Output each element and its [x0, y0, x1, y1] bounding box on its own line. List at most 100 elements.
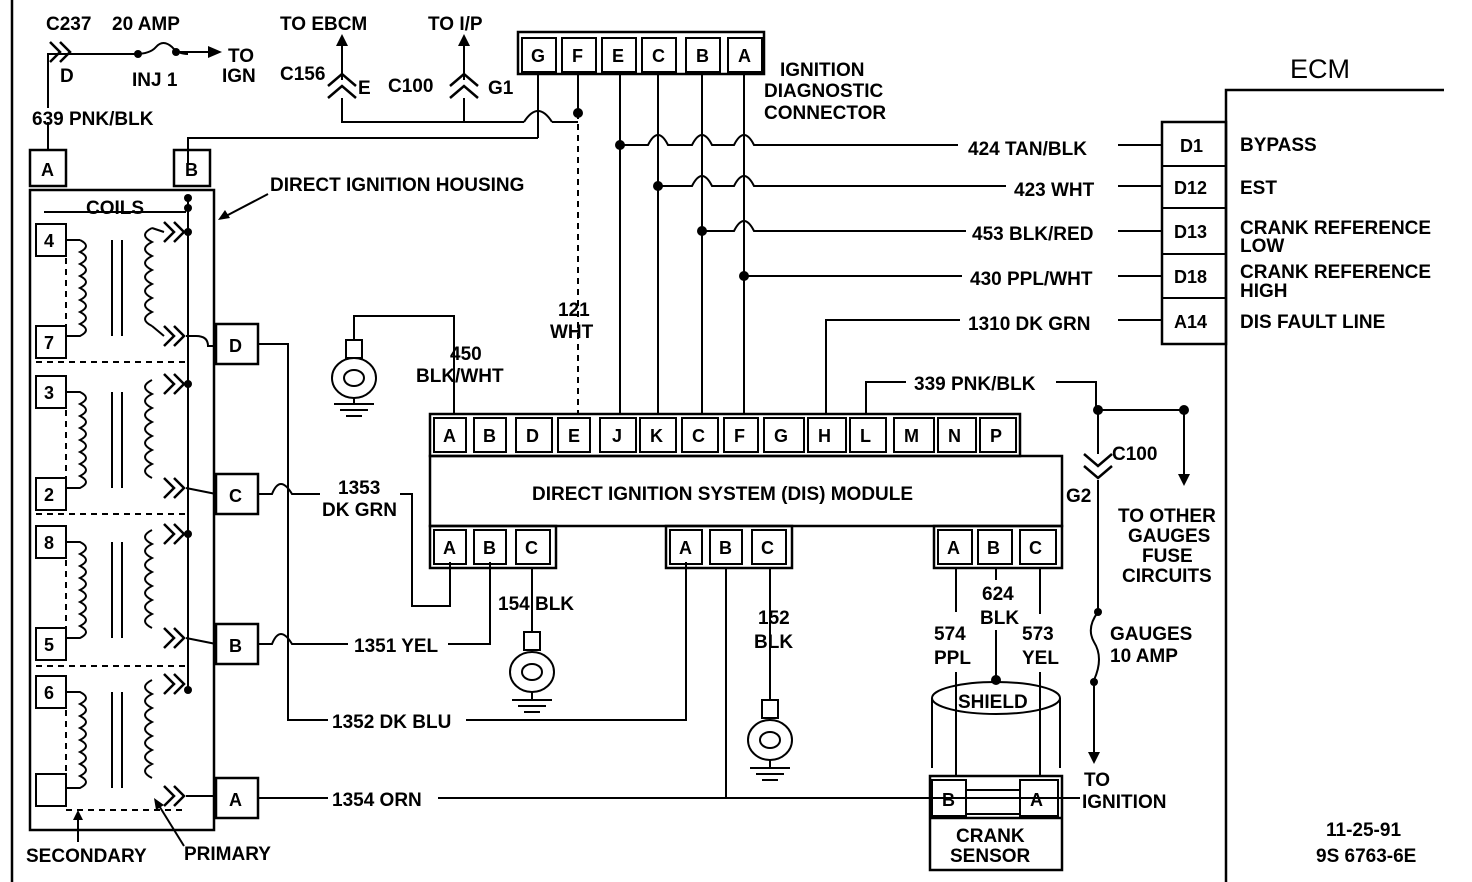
connector-c237-label: C237 — [46, 14, 91, 35]
primary-winding — [144, 379, 155, 479]
diag-pin: A — [738, 46, 751, 66]
dis-bottom-pin: C — [1029, 538, 1042, 558]
to-ebcm-label: TO EBCM — [280, 14, 367, 35]
secondary-label: SECONDARY — [26, 846, 147, 867]
crank-sensor-pin-a: A — [1030, 790, 1043, 810]
primary-label: PRIMARY — [184, 844, 271, 865]
dis-bottom-pin: B — [483, 538, 496, 558]
coil-terminal-box — [35, 773, 67, 807]
dis-top-pin: H — [818, 426, 831, 446]
housing-pin-a: A — [41, 160, 54, 180]
connector-c156-label: C156 — [280, 64, 325, 85]
wire-1354-label: 1354 ORN — [332, 790, 422, 811]
label-bg — [966, 222, 1118, 244]
wire-423 — [658, 175, 1162, 187]
connector-c237-pin-d: D — [60, 66, 74, 87]
coil-number: 3 — [44, 383, 54, 403]
wire-450-label-2: BLK/WHT — [416, 366, 504, 387]
primary-link-b — [185, 637, 217, 645]
wire-453 — [702, 220, 1162, 232]
arrow-to-ign — [208, 46, 222, 58]
wire-121-label-2: WHT — [550, 322, 594, 343]
coil-number: 6 — [44, 683, 54, 703]
label-bg — [328, 710, 466, 732]
to-ign-label-2: IGN — [222, 66, 256, 87]
ground-sensor-154-inner — [521, 663, 543, 681]
dis-top-pin: J — [612, 426, 622, 446]
primary-winding — [144, 679, 155, 779]
label-bg — [960, 311, 1118, 333]
wire-624-label-2: BLK — [980, 608, 1019, 629]
wire-339-label: 339 PNK/BLK — [914, 374, 1036, 395]
wire-573-label-1: 573 — [1022, 624, 1054, 645]
diag-pin: F — [572, 46, 583, 66]
wire-1351 — [258, 562, 491, 645]
direct-ignition-housing — [28, 188, 216, 832]
diag-pin: E — [612, 46, 624, 66]
coil-chevron-bot — [163, 477, 186, 499]
ground-sensor-154-body — [509, 651, 555, 693]
dis-bottom-connector-1 — [428, 524, 558, 570]
to-ign-label-1: TO — [228, 46, 254, 67]
arrow-to-ip — [458, 34, 470, 46]
dis-top-pin: B — [483, 426, 496, 446]
wire-154-label: 154 BLK — [498, 594, 574, 615]
ecm-circuit-bypass: BYPASS — [1240, 135, 1317, 156]
shield-label: SHIELD — [958, 692, 1028, 713]
dis-top-pin: M — [904, 426, 919, 446]
ground-sensor-152-body — [747, 719, 793, 761]
ground-symbol-154 — [512, 692, 552, 713]
wire-1351-label: 1351 YEL — [354, 636, 439, 657]
dis-top-pin: C — [692, 426, 705, 446]
housing-leader — [225, 193, 269, 217]
ecm-boundary — [1224, 88, 1444, 882]
ecm-circuit-dis-fault: DIS FAULT LINE — [1240, 312, 1385, 333]
dis-module-title: DIRECT IGNITION SYSTEM (DIS) MODULE — [532, 484, 913, 505]
housing-side-pin-d: D — [229, 336, 242, 356]
dis-bottom-connector-3 — [932, 524, 1064, 570]
fuse-terminal-left — [134, 50, 142, 58]
crank-sensor-pin-b: B — [942, 790, 955, 810]
dis-top-pin: N — [948, 426, 961, 446]
housing-side-pin-b: B — [229, 636, 242, 656]
fuse-inj1-label: INJ 1 — [132, 70, 178, 91]
ignition-diagnostic-connector — [516, 30, 766, 76]
diag-label-1: IGNITION — [780, 60, 864, 81]
coil-number: 7 — [44, 333, 54, 353]
ecm-pin: D1 — [1180, 136, 1203, 156]
wire-1353-label-1: 1353 — [338, 478, 380, 499]
wire-573-label-2: YEL — [1022, 648, 1059, 669]
diag-label-2: DIAGNOSTIC — [764, 81, 884, 102]
secondary-winding — [66, 691, 87, 789]
wire-639-housing — [187, 137, 538, 165]
wire-624-label-1: 624 — [982, 584, 1014, 605]
wire-453-label: 453 BLK/RED — [972, 224, 1093, 245]
label-bg — [348, 634, 448, 656]
ecm-circuit-low: LOW — [1240, 236, 1284, 257]
coil-number: 4 — [44, 231, 54, 251]
connector-c100-top-chevron — [449, 72, 479, 99]
dis-bottom-pin: B — [719, 538, 732, 558]
housing-label: DIRECT IGNITION HOUSING — [270, 175, 524, 196]
shield-sides — [931, 698, 1061, 768]
ecm-circuit-crank-ref: CRANK REFERENCE — [1240, 218, 1431, 239]
other-gauges-3: FUSE — [1142, 546, 1193, 567]
gauges-fuse-label-2: 10 AMP — [1110, 646, 1178, 667]
housing-side-pin-a: A — [229, 790, 242, 810]
coil-chevron-top — [163, 523, 186, 545]
coil-number: 2 — [44, 485, 54, 505]
connector-c100-right-label: C100 — [1112, 444, 1157, 465]
coil-chevron-top — [163, 673, 186, 695]
wire-1353-label-2: DK GRN — [322, 500, 397, 521]
dis-bottom-pin: C — [761, 538, 774, 558]
dis-bottom-pins-2: A B C — [669, 529, 787, 565]
wire-430-label: 430 PPL/WHT — [970, 269, 1093, 290]
diag-pin: G — [531, 46, 545, 66]
ecm-pin: D18 — [1174, 267, 1207, 287]
dis-top-pin: G — [774, 426, 788, 446]
ecm-connector — [1160, 120, 1228, 346]
secondary-winding — [65, 239, 87, 342]
coil-number: 8 — [44, 533, 54, 553]
primary-winding — [144, 227, 155, 327]
diag-pin: C — [652, 46, 665, 66]
